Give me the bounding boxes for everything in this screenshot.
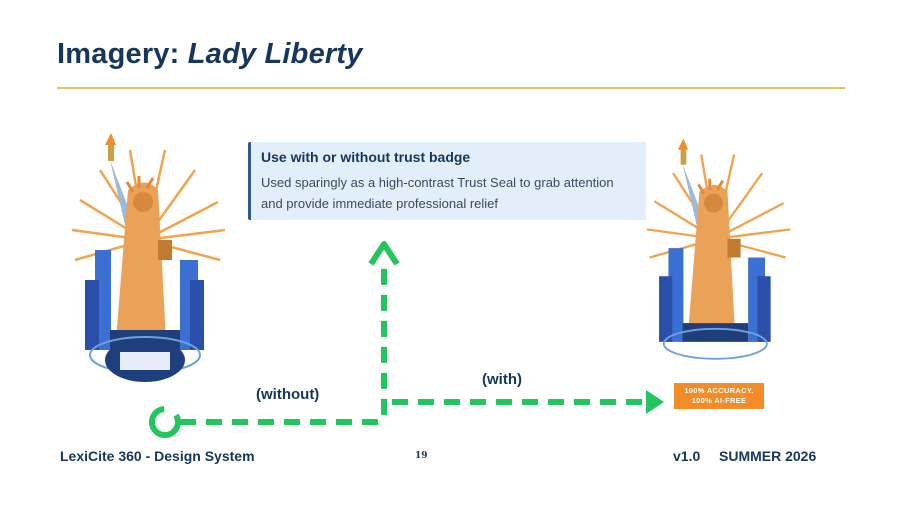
arrow-up-icon <box>368 241 400 266</box>
footer-season: SUMMER 2026 <box>719 448 817 464</box>
start-circle-icon <box>149 406 181 438</box>
footer-version: v1.0 <box>673 448 701 464</box>
callout-body-line: and provide immediate professional relie… <box>261 196 499 211</box>
flow-path-without <box>180 266 387 425</box>
title-prefix: Imagery: <box>57 38 180 70</box>
statue-of-liberty-illustration <box>646 138 791 360</box>
badge-line: 100% AI-FREE <box>691 396 747 405</box>
footer-brand: LexiCite 360 - Design System <box>60 448 255 464</box>
without-label: (without) <box>256 386 320 403</box>
with-label: (with) <box>482 371 522 388</box>
page-title: Imagery: Lady Liberty <box>57 38 363 71</box>
badge-line: 100% ACCURACY. <box>684 386 754 395</box>
title-divider <box>57 87 845 89</box>
statue-of-liberty-illustration <box>71 133 226 382</box>
callout-body: Used sparingly as a high-contrast Trust … <box>261 172 636 214</box>
title-emphasis: Lady Liberty <box>187 38 363 70</box>
callout-body-line: Used sparingly as a high-contrast Trust … <box>261 175 614 190</box>
arrow-right-icon <box>646 390 664 414</box>
callout-heading: Use with or without trust badge <box>261 149 471 165</box>
callout-box: Use with or without trust badge Used spa… <box>248 142 646 220</box>
page-number: 19 <box>415 451 428 461</box>
trust-badge: 100% ACCURACY. 100% AI-FREE <box>674 383 764 409</box>
